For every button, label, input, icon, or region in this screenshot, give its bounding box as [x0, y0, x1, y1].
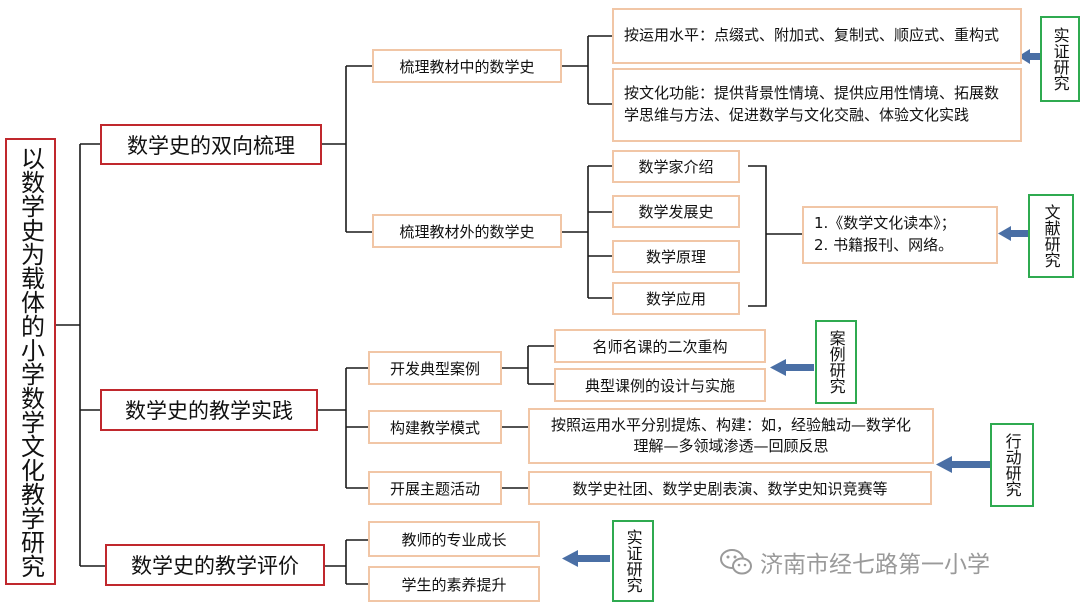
sub-theme-activities: 开展主题活动 [368, 471, 502, 505]
method-action-research: 行动研究 [990, 423, 1034, 507]
leaf-math-application: 数学应用 [612, 282, 740, 315]
watermark-text: 济南市经七路第一小学 [760, 552, 990, 578]
watermark: 济南市经七路第一小学 [718, 545, 990, 579]
branch-teaching-evaluation: 数学史的教学评价 [105, 544, 325, 586]
reading-source-2: 2. 书籍报刊、网络。 [814, 236, 954, 254]
leaf-reading-sources: 1.《数学文化读本》； 2. 书籍报刊、网络。 [802, 206, 998, 264]
leaf-math-history: 数学发展史 [612, 195, 740, 228]
sub-student-literacy: 学生的素养提升 [368, 566, 540, 602]
wechat-icon [720, 549, 752, 575]
sub-build-model: 构建教学模式 [368, 410, 502, 444]
sub-extra-textbook-history: 梳理教材外的数学史 [372, 214, 562, 248]
root-topic: 以数学史为载体的小学数学文化教学研究 [5, 138, 56, 585]
leaf-cultural-function: 按文化功能：提供背景性情境、提供应用性情境、拓展数学思维与方法、促进数学与文化交… [612, 68, 1022, 142]
sub-teacher-growth: 教师的专业成长 [368, 521, 540, 557]
leaf-mathematician-intro: 数学家介绍 [612, 150, 740, 183]
leaf-usage-level: 按运用水平：点缀式、附加式、复制式、顺应式、重构式 [612, 8, 1022, 64]
sub-develop-cases: 开发典型案例 [368, 351, 502, 385]
method-case-study: 案例研究 [815, 320, 857, 404]
reading-source-1: 1.《数学文化读本》； [814, 214, 956, 233]
leaf-typical-lesson-design: 典型课例的设计与实施 [554, 368, 766, 402]
leaf-math-principles: 数学原理 [612, 240, 740, 273]
method-empirical-research-bottom: 实证研究 [612, 520, 654, 602]
branch-bidirectional-sorting: 数学史的双向梳理 [100, 124, 322, 165]
leaf-teaching-model-steps: 按照运用水平分别提炼、构建：如，经验触动—数学化理解—多领域渗透—回顾反思 [528, 408, 934, 464]
leaf-theme-activity-list: 数学史社团、数学史剧表演、数学史知识竞赛等 [528, 471, 932, 505]
leaf-master-lesson-rebuild: 名师名课的二次重构 [554, 329, 766, 363]
method-empirical-research-top: 实证研究 [1040, 16, 1080, 102]
sub-textbook-history: 梳理教材中的数学史 [372, 49, 562, 83]
method-literature-research: 文献研究 [1028, 194, 1074, 278]
branch-teaching-practice: 数学史的教学实践 [100, 389, 318, 431]
